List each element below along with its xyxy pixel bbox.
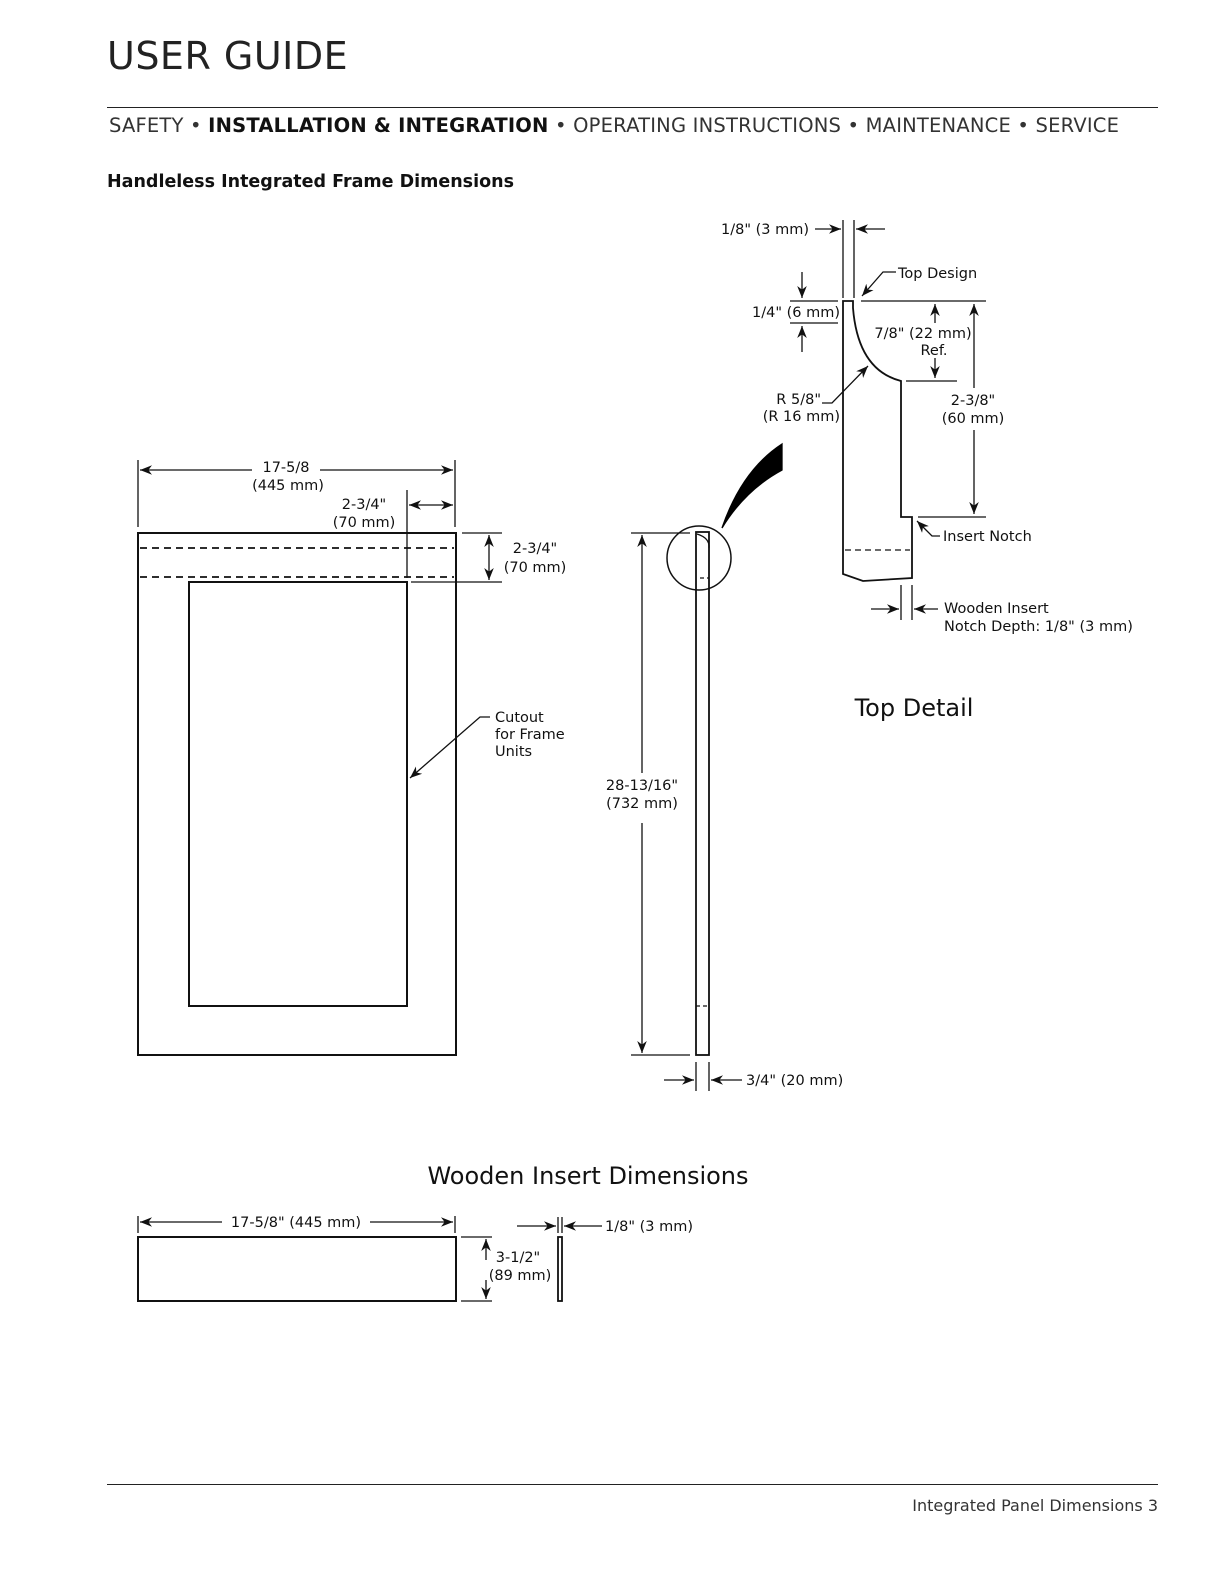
frame-cutout — [188, 581, 408, 1007]
frame-width-label: (445 mm) — [252, 478, 324, 494]
nav-separator: • — [190, 114, 202, 137]
insert-notch-label: Insert Notch — [943, 529, 1032, 545]
footer-page-label: Integrated Panel Dimensions 3 — [912, 1496, 1158, 1515]
guide-title: USER GUIDE — [107, 34, 349, 78]
insert-width-label: 17-5/8" (445 mm) — [231, 1215, 361, 1231]
lip-width-label: 1/8" (3 mm) — [721, 222, 809, 238]
radius-label: R 5/8" — [776, 392, 821, 408]
notch-height-label: (60 mm) — [942, 411, 1005, 427]
frame-outline — [137, 532, 457, 1056]
nav-separator: • — [847, 114, 860, 137]
top-rail-label: (70 mm) — [504, 560, 567, 576]
side-height-label: (732 mm) — [606, 796, 678, 812]
insert-edge — [557, 1236, 563, 1302]
section-nav: SAFETY • INSTALLATION & INTEGRATION • OP… — [109, 114, 1119, 137]
insert-height-label: 3-1/2" — [496, 1250, 540, 1266]
insert-thickness-label: 1/8" (3 mm) — [605, 1219, 693, 1235]
top-detail-profile — [842, 300, 913, 582]
top-design-label: Top Design — [897, 266, 977, 282]
insert-height-label: (89 mm) — [489, 1268, 552, 1284]
curve-depth-label: 7/8" (22 mm) — [874, 326, 971, 342]
profile-curve — [696, 533, 710, 549]
wooden-insert-title: Wooden Insert Dimensions — [427, 1162, 748, 1190]
frame-width-label: 17-5/8 — [262, 460, 309, 476]
nav-service: SERVICE — [1035, 114, 1120, 137]
leader-line — [409, 716, 490, 779]
detail-circle — [666, 525, 732, 591]
footer-rule — [107, 1484, 1158, 1485]
lip-height-label: 1/4" (6 mm) — [752, 305, 840, 321]
notch-depth-label: Notch Depth: 1/8" (3 mm) — [944, 619, 1133, 635]
cutout-label: Units — [495, 744, 532, 760]
side-rail-label: (70 mm) — [333, 515, 396, 531]
side-height-label: 28-13/16" — [606, 778, 678, 794]
frame-front-view — [137, 460, 502, 1056]
top-rail-label: 2-3/4" — [513, 541, 557, 557]
side-profile — [695, 531, 710, 1056]
header-rule — [107, 107, 1158, 108]
curve-depth-label: Ref. — [920, 343, 947, 359]
nav-operating: OPERATING INSTRUCTIONS — [573, 114, 842, 137]
side-rail-label: 2-3/4" — [342, 497, 386, 513]
nav-separator: • — [554, 114, 567, 137]
top-detail-view — [790, 220, 986, 620]
frame-side-view — [631, 442, 783, 1091]
insert-outline — [137, 1236, 457, 1302]
leader-line — [861, 271, 896, 297]
radius-label: (R 16 mm) — [763, 409, 840, 425]
notch-depth-label: Wooden Insert — [944, 601, 1049, 617]
side-thickness-label: 3/4" (20 mm) — [746, 1073, 843, 1089]
detail-callout — [721, 442, 783, 529]
nav-separator: • — [1017, 114, 1030, 137]
leader-line — [822, 365, 869, 404]
wooden-insert-view — [137, 1216, 602, 1302]
cutout-label: Cutout — [495, 710, 544, 726]
nav-installation: INSTALLATION & INTEGRATION — [208, 114, 549, 137]
nav-maintenance: MAINTENANCE — [865, 114, 1012, 137]
notch-height-label: 2-3/8" — [951, 393, 995, 409]
nav-safety: SAFETY — [109, 114, 184, 137]
leader-line — [916, 520, 940, 537]
cutout-label: for Frame — [495, 727, 565, 743]
section-heading: Handleless Integrated Frame Dimensions — [107, 172, 514, 192]
top-detail-title: Top Detail — [854, 694, 974, 722]
